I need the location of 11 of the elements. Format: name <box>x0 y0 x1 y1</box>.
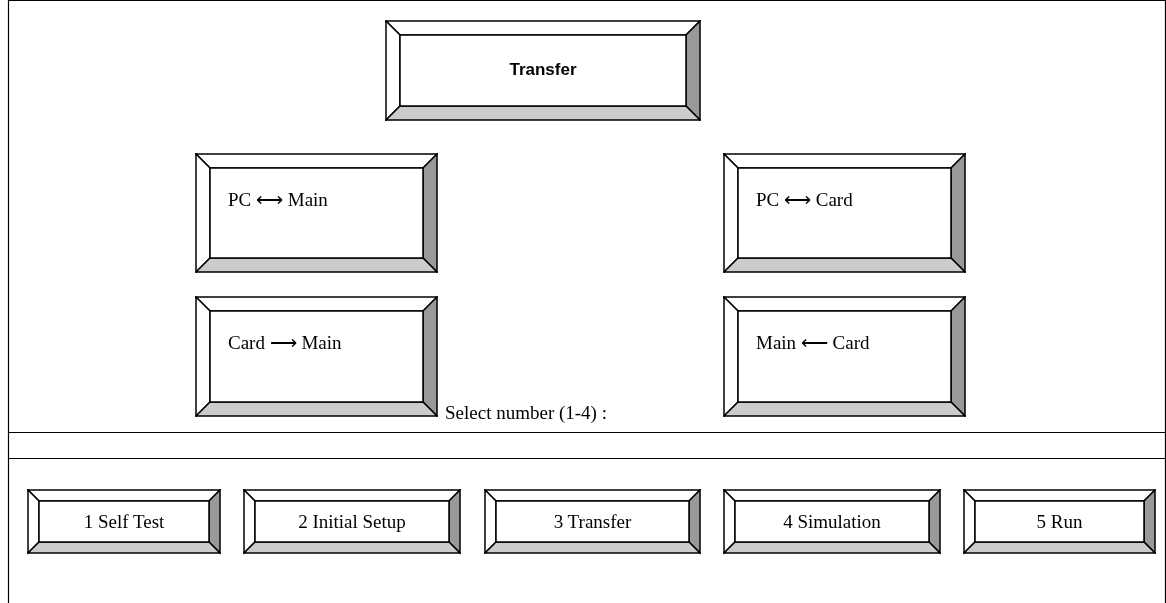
button-label: 2 Initial Setup <box>297 510 407 533</box>
button-label: 4 Simulation <box>782 510 882 533</box>
button-label: Main ⟵ Card <box>756 331 870 354</box>
button-label: PC ⟷ Card <box>756 188 853 211</box>
button-label: Transfer <box>508 59 578 80</box>
button-label: Card ⟶ Main <box>228 331 342 354</box>
button-label: 5 Run <box>1035 510 1084 533</box>
button-label: 1 Self Test <box>82 510 166 533</box>
button-label: PC ⟷ Main <box>228 188 328 211</box>
prompt-text: Select number (1-4) : <box>445 402 607 424</box>
button-label: 3 Transfer <box>552 510 633 533</box>
